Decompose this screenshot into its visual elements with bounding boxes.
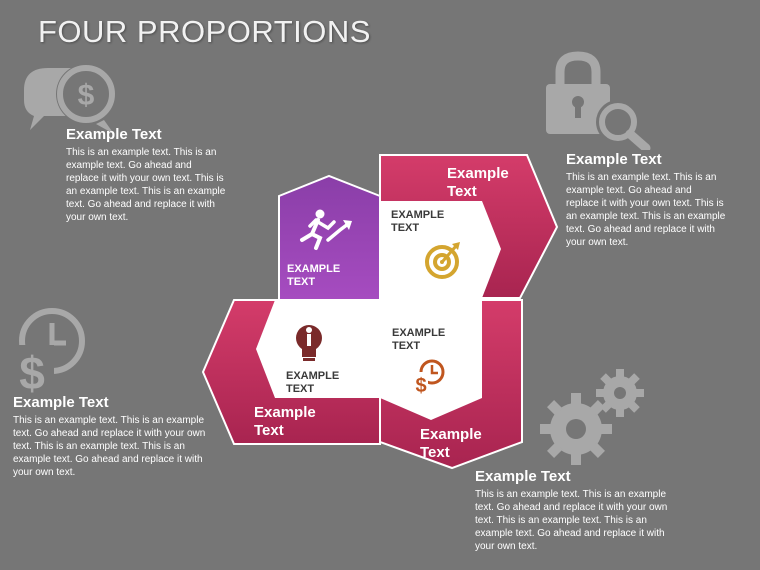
text-block-top-left: Example Text This is an example text. Th…: [66, 126, 226, 224]
clock-dollar-small-icon: $: [414, 359, 445, 397]
block-body: This is an example text. This is an exam…: [566, 172, 726, 248]
text-block-top-right: Example Text This is an example text. Th…: [566, 151, 726, 249]
tr-inner-line2: TEXT: [391, 222, 419, 234]
bl-label-line2: Text: [254, 422, 284, 439]
svg-text:$: $: [78, 79, 95, 112]
purple-label-line2: TEXT: [287, 276, 315, 288]
bottom-left-inner-panel: [256, 300, 380, 398]
block-heading: Example Text: [13, 394, 109, 411]
tr-inner-line1: EXAMPLE: [391, 209, 444, 221]
br-label-line1: Example: [420, 426, 482, 443]
br-label-line2: Text: [420, 444, 450, 461]
block-body: This is an example text. This is an exam…: [66, 147, 226, 223]
svg-text:$: $: [415, 375, 426, 397]
svg-text:$: $: [19, 347, 45, 395]
page-title: FOUR PROPORTIONS: [38, 14, 371, 49]
tr-label-line2: Text: [447, 183, 477, 200]
block-heading: Example Text: [566, 151, 662, 168]
target-icon: [425, 242, 460, 279]
running-man-arrow-icon: [300, 209, 352, 250]
block-heading: Example Text: [66, 126, 162, 143]
text-block-bottom-right: Example Text This is an example text. Th…: [475, 468, 675, 553]
clock-dollar-icon: $: [14, 308, 85, 395]
top-right-inner-panel: [380, 201, 501, 298]
bl-label-line1: Example: [254, 404, 316, 421]
lightbulb-head-icon: [296, 325, 322, 361]
purple-label-line1: EXAMPLE: [287, 263, 340, 275]
padlock-magnifier-icon: [546, 51, 651, 150]
tr-label-line1: Example: [447, 165, 509, 182]
speech-bubble-dollar-icon: $: [24, 64, 116, 134]
block-heading: Example Text: [475, 468, 571, 485]
bl-inner-line2: TEXT: [286, 383, 314, 395]
text-block-bottom-left: Example Text This is an example text. Th…: [13, 394, 218, 479]
block-body: This is an example text. This is an exam…: [475, 489, 668, 552]
gears-icon: [540, 369, 644, 465]
bl-inner-line1: EXAMPLE: [286, 370, 339, 382]
block-body: This is an example text. This is an exam…: [13, 415, 206, 478]
br-inner-line1: EXAMPLE: [392, 327, 445, 339]
br-inner-line2: TEXT: [392, 340, 420, 352]
